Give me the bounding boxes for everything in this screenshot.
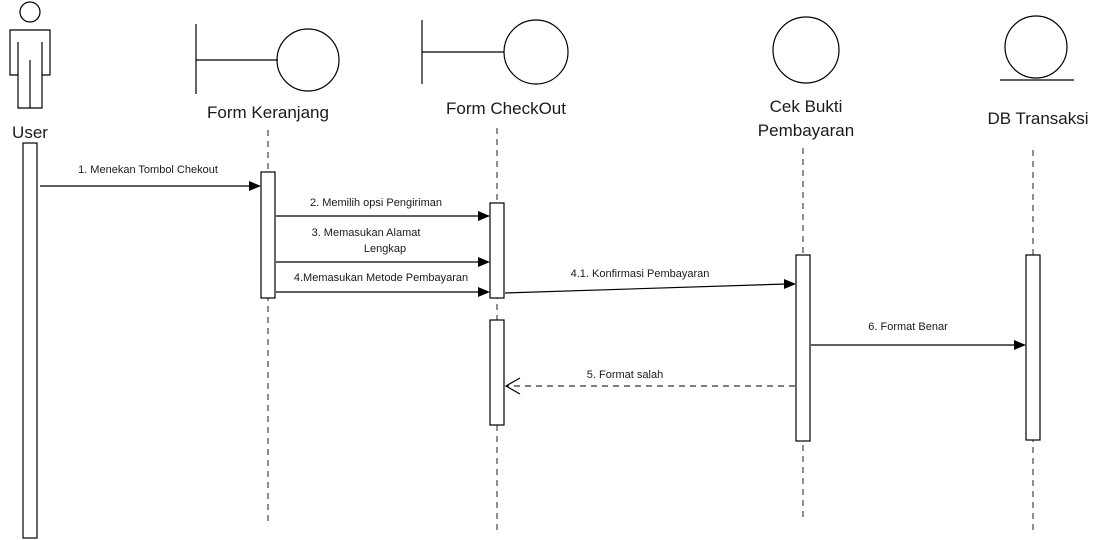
message-3: 3. Memasukan Alamat Lengkap [276, 227, 490, 267]
participant-label-user: User [12, 123, 48, 142]
message-5: 5. Format salah [504, 369, 795, 395]
arrowhead-icon [478, 287, 490, 297]
participant-db-transaksi: DB Transaksi [987, 15, 1089, 530]
message-1: 1. Menekan Tombol Chekout [40, 164, 261, 191]
participant-label-form-keranjang: Form Keranjang [207, 103, 329, 122]
open-arrowhead-icon [504, 377, 521, 395]
arrowhead-icon [1014, 340, 1026, 350]
message-label: 2. Memilih opsi Pengiriman [310, 197, 442, 209]
message-2: 2. Memilih opsi Pengiriman [276, 197, 490, 221]
activation-bar-form-keranjang [260, 171, 276, 299]
activation-bar-cek-bukti-pembayaran [795, 254, 811, 442]
participant-label-db-transaksi: DB Transaksi [987, 109, 1088, 128]
activation-bar-db-transaksi [1025, 254, 1041, 441]
participant-label-cek-line-2: Pembayaran [758, 121, 854, 140]
arrowhead-icon [784, 279, 796, 289]
participant-form-checkout: Form CheckOut [421, 19, 569, 530]
arrowhead-icon [478, 257, 490, 267]
message-4-1: 4.1. Konfirmasi Pembayaran [504, 268, 796, 294]
boundary-icon [195, 24, 340, 94]
message-4: 4.Memasukan Metode Pembayaran [276, 272, 490, 297]
entity-icon [1000, 15, 1074, 81]
arrowhead-icon [249, 181, 261, 191]
message-label: 6. Format Benar [868, 321, 948, 333]
activation-bar-form-checkout-1 [489, 202, 505, 299]
message-label: 4.1. Konfirmasi Pembayaran [571, 268, 710, 280]
participant-user: User [9, 1, 51, 539]
arrowhead-icon [478, 211, 490, 221]
participant-label-form-checkout: Form CheckOut [446, 99, 566, 118]
message-label: 5. Format salah [587, 369, 663, 381]
control-icon [772, 16, 840, 84]
activation-bar-form-checkout-2 [489, 319, 505, 426]
message-label-line-2: Lengkap [364, 243, 406, 255]
message-label: 1. Menekan Tombol Chekout [78, 164, 218, 176]
message-6: 6. Format Benar [811, 321, 1026, 350]
activation-bar-user [22, 142, 38, 539]
actor-icon [9, 1, 51, 109]
message-label: 4.Memasukan Metode Pembayaran [294, 272, 468, 284]
participant-form-keranjang: Form Keranjang [195, 24, 340, 525]
boundary-icon [421, 19, 569, 85]
participant-cek-bukti-pembayaran: Cek Bukti Pembayaran [758, 16, 854, 522]
participant-label-cek-line-1: Cek Bukti [770, 97, 843, 116]
message-label-line-1: 3. Memasukan Alamat [312, 227, 421, 239]
